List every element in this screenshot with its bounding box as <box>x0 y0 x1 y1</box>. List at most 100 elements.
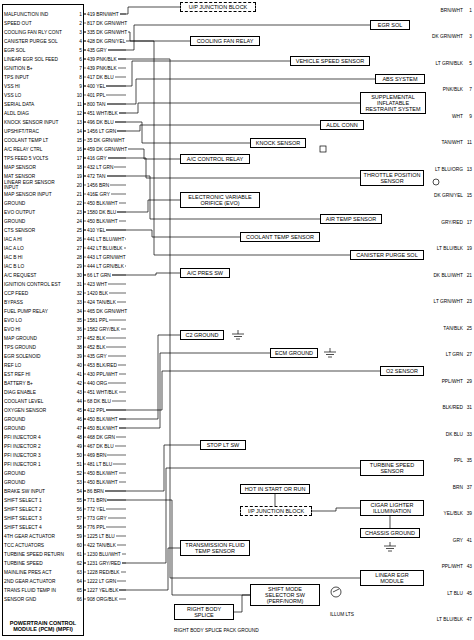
pin-number: 15 <box>71 138 82 143</box>
wire-code: 335 DK GRN/WHT <box>86 30 128 35</box>
wire-code: 451 WHT/BLK <box>86 111 119 116</box>
wire-code: PPL/WHT <box>430 379 464 384</box>
pin-name: TPS INPUT <box>4 75 70 80</box>
pin-number: 35 <box>71 318 82 323</box>
pin-name: BATTERY B+ <box>4 381 70 386</box>
component-name: C2 GROUND <box>183 332 221 338</box>
wire-code: GRY/RED <box>430 220 464 225</box>
pin-number: 39 <box>71 354 82 359</box>
component-box: O2 SENSOR <box>380 366 424 376</box>
terminal-number: 47 <box>463 617 472 622</box>
component-name: ECM GROUND <box>273 350 315 356</box>
wire-code: 469 BRN <box>86 453 107 458</box>
pin-number: 37 <box>71 336 82 341</box>
component-box: LINEAR EGR MODULE <box>360 570 424 586</box>
pin-number: 11 <box>71 102 82 107</box>
pin-number: 32 <box>71 291 82 296</box>
pin-number: 24 <box>71 219 82 224</box>
pin-number: 8 <box>71 75 82 80</box>
wire-code: DK BLU <box>430 432 464 437</box>
wire <box>84 41 350 255</box>
wire-code: 459 DK GRN/WHT <box>86 147 128 152</box>
component-box: VEHICLE SPEED SENSOR <box>290 56 370 66</box>
terminal-number: 45 <box>463 591 472 596</box>
pin-number: 6 <box>71 57 82 62</box>
sensor-symbol <box>433 179 439 185</box>
wire-code: 496 DK BLU <box>86 120 115 125</box>
pin-number: 45 <box>71 408 82 413</box>
wire-code: 1580 DK BLU <box>86 210 117 215</box>
pin-name: MAP GROUND <box>4 336 70 341</box>
component-name: TURBINE SPEED SENSOR <box>363 462 421 474</box>
pin-number: 41 <box>71 372 82 377</box>
terminal-number: 9 <box>463 114 472 119</box>
wire-code: TAN/BLK <box>430 326 464 331</box>
pin-number: 58 <box>71 525 82 530</box>
ground-symbol <box>324 348 336 357</box>
wire-code: 481 LT BLU <box>86 462 113 467</box>
terminal-number: 15 <box>463 193 472 198</box>
wire-code: 444 LT GRN/BLK <box>86 264 125 269</box>
pin-name: CANISTER PURGE SOL <box>4 39 70 44</box>
wire-code: 416E GRY <box>86 192 111 197</box>
pin-name: COOLING FAN RLY CONT <box>4 30 70 35</box>
pin-number: 30 <box>71 273 82 278</box>
component-box: A/C CONTROL RELAY <box>180 154 250 164</box>
component-name: HOT IN START OR RUN <box>243 486 307 492</box>
pin-name: MAP SENSOR INPUT <box>4 192 70 197</box>
wire <box>84 371 380 410</box>
pin-number: 18 <box>71 165 82 170</box>
wire-code: 772 YEL <box>86 507 106 512</box>
pin-name: PFI INJECTOR 4 <box>4 435 70 440</box>
wire-code: 435 GRY <box>86 48 108 53</box>
wire-code: YEL/BLK <box>430 511 464 516</box>
wire-code: LT GRN <box>430 352 464 357</box>
pin-name: FUEL PUMP RELAY <box>4 309 70 314</box>
terminal-number: 1 <box>463 8 472 13</box>
pin-name: IAC A LO <box>4 246 70 251</box>
ground-symbol <box>232 330 244 339</box>
pin-number: 20 <box>71 183 82 188</box>
wire-code: 1581 PPL <box>86 318 109 323</box>
switch-symbol <box>333 589 339 592</box>
component-name: A/C CONTROL RELAY <box>183 156 247 162</box>
pin-name: GROUND <box>4 417 70 422</box>
wire-code: PPL/WHT <box>430 564 464 569</box>
wire-code: 800 TAN <box>86 102 107 107</box>
wire-code: LT BLU/BLK <box>430 617 464 622</box>
pin-name: PFI INJECTOR 3 <box>4 453 70 458</box>
pin-name: REF LO <box>4 363 70 368</box>
component-name: RIGHT BODY SPLICE <box>177 606 231 618</box>
component-box: I/P JUNCTION BLOCK <box>240 506 312 516</box>
wire-code: DK GRN/YEL <box>430 193 464 198</box>
pin-number: 2 <box>71 21 82 26</box>
terminal-number: 3 <box>463 34 472 39</box>
terminal-number: 7 <box>463 87 472 92</box>
wire-note: ILLUM LTS <box>330 612 354 617</box>
component-name: I/P JUNCTION BLOCK <box>243 508 309 514</box>
pin-name: LINEAR EGR SENSOR INPUT <box>4 180 70 190</box>
component-box: RIGHT BODY SPLICE <box>174 604 234 620</box>
terminal-number: 21 <box>463 273 472 278</box>
component-box: HOT IN START OR RUN <box>240 484 310 494</box>
component-name: A/C PRES SW <box>183 270 227 276</box>
wire-code: 417 DK BLU <box>86 75 115 80</box>
pin-number: 19 <box>71 174 82 179</box>
pin-number: 57 <box>71 516 82 521</box>
pin-name: TPS FEED 5 VOLTS <box>4 156 70 161</box>
wire-code: 450 BLK/WHT <box>86 471 119 476</box>
wire-code: 450 BLK/WHT <box>86 480 119 485</box>
component-box: THROTTLE POSITION SENSOR <box>360 170 424 186</box>
wire <box>84 122 250 143</box>
pin-name: OXYGEN SENSOR <box>4 408 70 413</box>
wire-code: BRN/WHT <box>430 8 464 13</box>
pin-number: 38 <box>71 345 82 350</box>
pin-number: 55 <box>71 498 82 503</box>
pin-name: SHIFT SELECT 1 <box>4 498 70 503</box>
pin-number: 31 <box>71 282 82 287</box>
wire <box>390 516 391 528</box>
terminal-number: 33 <box>463 432 472 437</box>
component-name: CHASSIS GROUND <box>363 530 417 536</box>
pin-number: 7 <box>71 66 82 71</box>
component-name: CIGAR LIGHTER ILLUMINATION <box>363 502 421 514</box>
